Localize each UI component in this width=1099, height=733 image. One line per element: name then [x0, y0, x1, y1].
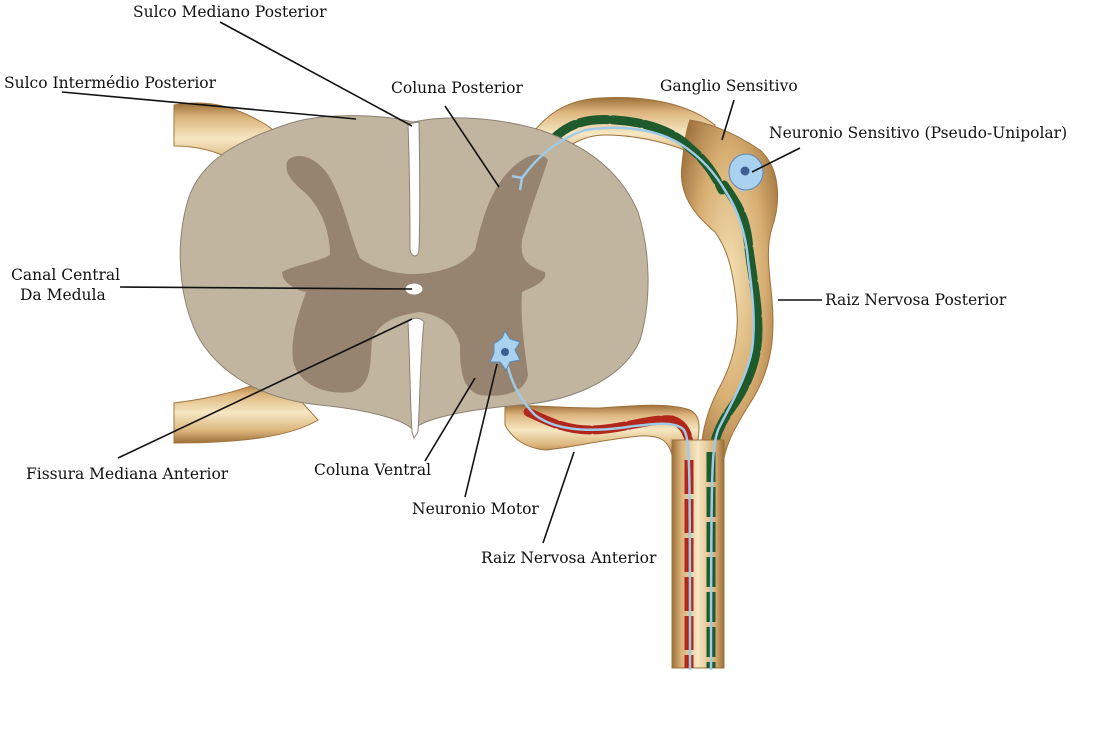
gray-matter — [282, 154, 548, 396]
motor-axon — [504, 357, 692, 671]
dorsal-root-and-ganglion — [519, 97, 779, 475]
spinal-nerve — [671, 439, 725, 669]
label-neuronio-motor: Neuronio Motor — [412, 500, 539, 518]
sensory-neuron-nucleus — [740, 166, 750, 176]
label-coluna-posterior: Coluna Posterior — [391, 79, 523, 97]
label-coluna-ventral: Coluna Ventral — [314, 461, 431, 479]
sensory-neuron — [728, 153, 764, 191]
label-raiz-nervosa-anterior: Raiz Nervosa Anterior — [481, 549, 657, 567]
leader-coluna-posterior — [444, 105, 500, 188]
leader-sulco-intermedio-posterior — [61, 91, 357, 120]
label-raiz-nervosa-posterior: Raiz Nervosa Posterior — [825, 291, 1007, 309]
label-sulco-mediano-posterior: Sulco Mediano Posterior — [133, 3, 327, 21]
fissura-mediana-anterior-groove — [407, 317, 425, 440]
leader-lines — [61, 21, 822, 544]
leader-raiz-nervosa-anterior — [542, 451, 575, 544]
label-sulco-intermedio-posterior: Sulco Intermédio Posterior — [4, 74, 217, 92]
label-neuronio-sensitivo: Neuronio Sensitivo (Pseudo-Unipolar) — [769, 124, 1067, 142]
dorsal-root-arch — [519, 97, 716, 171]
leader-ganglio-sensitivo — [721, 99, 735, 141]
leader-neuronio-motor — [464, 363, 498, 498]
sensory-axon-branch-top — [511, 174, 524, 191]
label-canal-central-line1: Canal Central — [11, 266, 120, 284]
label-ganglio-sensitivo: Ganglio Sensitivo — [660, 77, 798, 95]
leader-coluna-ventral — [424, 377, 476, 462]
label-fissura-mediana-anterior: Fissura Mediana Anterior — [26, 465, 229, 483]
leader-sulco-mediano-posterior — [219, 21, 413, 127]
motor-neuron — [489, 329, 521, 371]
leader-canal-central — [119, 286, 413, 290]
spinal-nerve-trunk — [671, 439, 725, 669]
leader-fissura-mediana-anterior — [117, 318, 413, 459]
label-canal-central-line2: Da Medula — [20, 286, 106, 304]
motor-neuron-nucleus — [501, 348, 509, 356]
leader-neuronio-sensitivo — [751, 147, 801, 173]
spinal-cord-section — [179, 115, 649, 440]
sulco-mediano-posterior-groove — [407, 121, 421, 257]
labels: Sulco Mediano Posterior Sulco Intermédio… — [4, 3, 1067, 567]
sensory-axon — [520, 126, 755, 671]
